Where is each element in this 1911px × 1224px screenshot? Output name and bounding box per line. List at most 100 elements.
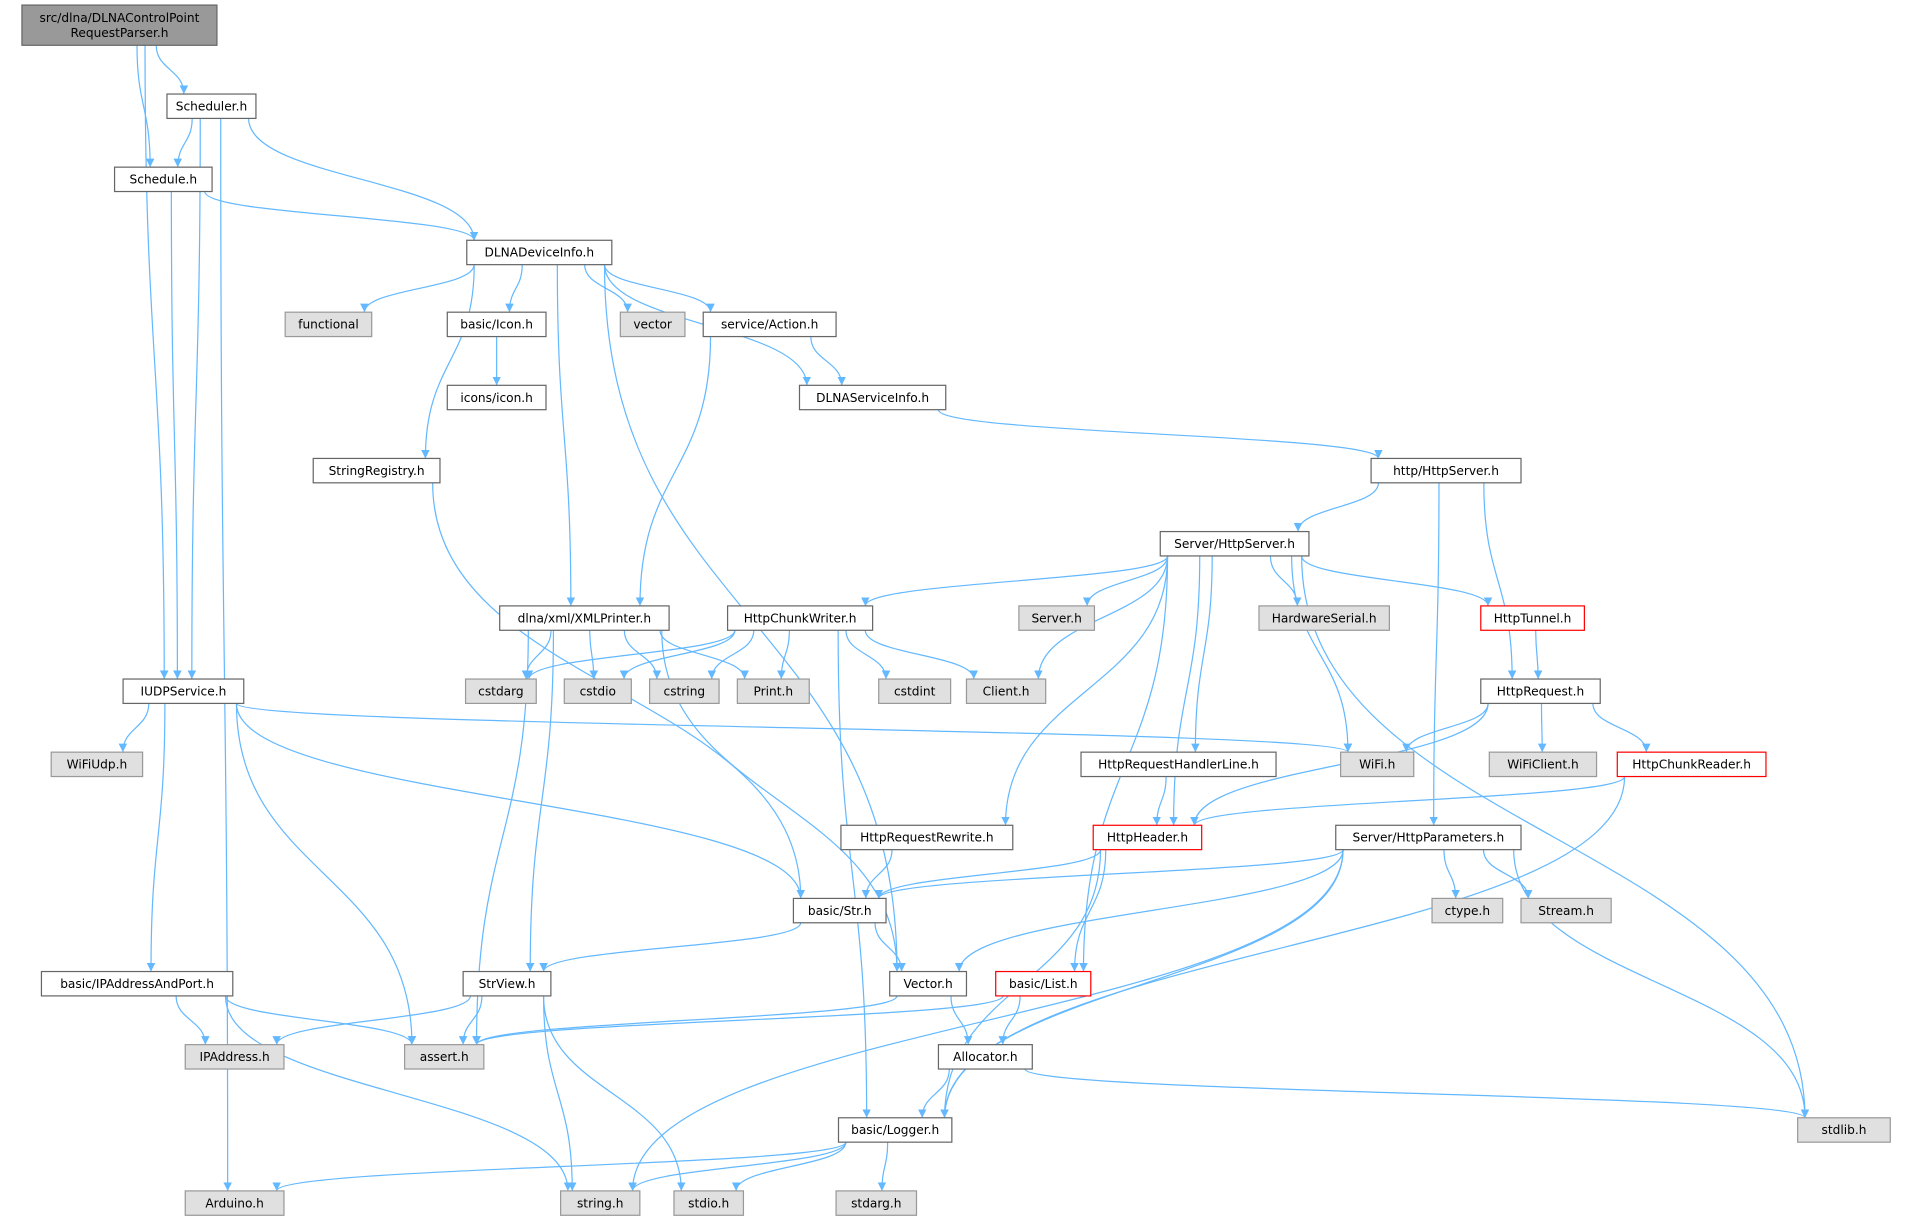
node-box [1335, 824, 1522, 851]
node-basiclogger[interactable]: basic/Logger.h [837, 1117, 953, 1143]
node-stringregistry[interactable]: StringRegistry.h [312, 457, 441, 484]
edge-handlerline-to-httpheader [1152, 776, 1167, 826]
node-box [835, 1190, 918, 1216]
edge-basicstr-to-strview [539, 922, 802, 972]
edge-httprequest-to-wificlient [1537, 703, 1547, 753]
edge-ipaddressandport-to-assert [224, 995, 417, 1045]
node-httphttpserver[interactable]: http/HttpServer.h [1370, 457, 1522, 484]
edge-httpchunkwriter-to-printh [777, 630, 790, 680]
node-box [840, 824, 1014, 851]
node-httprequest[interactable]: HttpRequest.h [1480, 678, 1601, 705]
edge-dlnaserviceinfo-to-httphttpserver [937, 409, 1383, 459]
edge-serviceaction-to-dlnaserviceinfo [810, 336, 846, 386]
node-box [563, 678, 632, 705]
edge-httphttpserver-to-httprequest [1483, 482, 1517, 680]
node-httpchunkreader[interactable]: HttpChunkReader.h [1616, 751, 1767, 778]
node-label: Client.h [983, 684, 1030, 698]
node-assert: assert.h [404, 1044, 485, 1070]
node-label: StrView.h [479, 977, 536, 991]
edge-httpparameters-to-vectorh [954, 849, 1344, 972]
node-xmlprinter[interactable]: dlna/xml/XMLPrinter.h [499, 605, 670, 631]
edge-iudpservice-to-assert [235, 703, 417, 1045]
node-serviceaction[interactable]: service/Action.h [702, 311, 837, 338]
edge-iudpservice-to-ipaddressandport [146, 703, 166, 972]
node-scheduler[interactable]: Scheduler.h [166, 93, 257, 120]
node-box [166, 93, 257, 120]
node-label: basic/IPAddressAndPort.h [60, 977, 214, 991]
node-box [726, 605, 874, 631]
node-label: stdarg.h [851, 1196, 901, 1210]
edge-root-to-iudpservice [144, 45, 169, 680]
node-box [995, 970, 1092, 997]
edge-httpchunkwriter-to-clienth [864, 630, 979, 680]
node-strview[interactable]: StrView.h [462, 970, 552, 997]
node-label: RequestParser.h [70, 26, 168, 40]
node-box [499, 605, 670, 631]
node-allocator[interactable]: Allocator.h [937, 1044, 1033, 1070]
node-box [1159, 530, 1310, 557]
node-stream: Stream.h [1520, 897, 1612, 924]
edge-serviceaction-to-xmlprinter [635, 336, 712, 606]
node-box [1616, 751, 1767, 778]
node-box [1520, 897, 1612, 924]
node-label: HttpRequestRewrite.h [860, 831, 993, 845]
node-httpparameters[interactable]: Server/HttpParameters.h [1335, 824, 1522, 851]
edge-serverhttpserver-to-handlerline [1191, 555, 1213, 753]
node-box [464, 678, 537, 705]
node-rewrite[interactable]: HttpRequestRewrite.h [840, 824, 1014, 851]
edge-schedule-to-iudpservice [170, 191, 182, 680]
node-basicstr[interactable]: basic/Str.h [792, 897, 887, 924]
edge-serverhttpserver-to-serverh [1082, 555, 1169, 606]
edge-httpchunkwriter-to-cstdint [845, 630, 891, 680]
edge-iudpservice-to-wifiudp [118, 703, 150, 753]
node-serverh: Server.h [1018, 605, 1096, 631]
edge-scheduler-to-arduino [220, 118, 232, 1191]
node-vectorh[interactable]: Vector.h [889, 970, 968, 997]
node-box [792, 897, 887, 924]
node-label: basic/Str.h [808, 904, 872, 918]
node-label: stdlib.h [1822, 1123, 1867, 1137]
node-box [736, 678, 810, 705]
node-label: HttpChunkWriter.h [744, 611, 857, 625]
node-box [702, 311, 837, 338]
node-box [619, 311, 686, 338]
node-dlnadeviceinfo[interactable]: DLNADeviceInfo.h [466, 239, 613, 266]
edge-xmlprinter-to-cstdio [589, 630, 599, 680]
node-label: basic/Logger.h [851, 1123, 939, 1137]
edge-ipaddressandport-to-ipaddress [175, 995, 210, 1045]
node-label: Server/HttpParameters.h [1353, 831, 1505, 845]
edge-httpchunkwriter-to-basiclogger [837, 630, 871, 1118]
node-schedule[interactable]: Schedule.h [113, 166, 213, 193]
node-cstdarg: cstdarg [464, 678, 537, 705]
node-box [1370, 457, 1522, 484]
node-httpchunkwriter[interactable]: HttpChunkWriter.h [726, 605, 874, 631]
node-label: cstring [664, 684, 706, 698]
node-serverhttpserver[interactable]: Server/HttpServer.h [1159, 530, 1310, 557]
edge-schedule-to-dlnadeviceinfo [204, 191, 479, 241]
node-httptunnel[interactable]: HttpTunnel.h [1480, 605, 1585, 631]
node-box [1092, 824, 1203, 851]
node-arduino: Arduino.h [184, 1190, 285, 1216]
node-basiclist[interactable]: basic/List.h [995, 970, 1092, 997]
edge-ipaddressandport-to-stringh [224, 995, 573, 1191]
node-basicicon[interactable]: basic/Icon.h [446, 311, 547, 338]
node-label: HttpChunkReader.h [1632, 758, 1751, 772]
node-label: Allocator.h [953, 1050, 1017, 1064]
node-iconsicon[interactable]: icons/icon.h [446, 384, 547, 411]
node-box [446, 384, 547, 411]
node-handlerline[interactable]: HttpRequestHandlerLine.h [1080, 751, 1277, 778]
edge-serverhttpserver-to-httpchunkwriter [861, 555, 1169, 607]
node-dlnaserviceinfo[interactable]: DLNAServiceInfo.h [798, 384, 947, 411]
node-label: cstdarg [478, 684, 524, 698]
node-label: WiFiClient.h [1507, 758, 1578, 772]
edge-xmlprinter-to-printh [659, 630, 749, 680]
node-iudpservice[interactable]: IUDPService.h [122, 678, 245, 705]
node-httpheader[interactable]: HttpHeader.h [1092, 824, 1203, 851]
node-box [184, 1044, 285, 1070]
node-box [1797, 1117, 1891, 1143]
edge-basiclist-to-allocator [998, 995, 1021, 1045]
edge-httpchunkwriter-to-cstring [707, 630, 755, 680]
edge-httprequest-to-wifih [1402, 703, 1489, 753]
edge-httptunnel-to-httprequest [1533, 630, 1543, 680]
node-ipaddressandport[interactable]: basic/IPAddressAndPort.h [40, 970, 234, 997]
